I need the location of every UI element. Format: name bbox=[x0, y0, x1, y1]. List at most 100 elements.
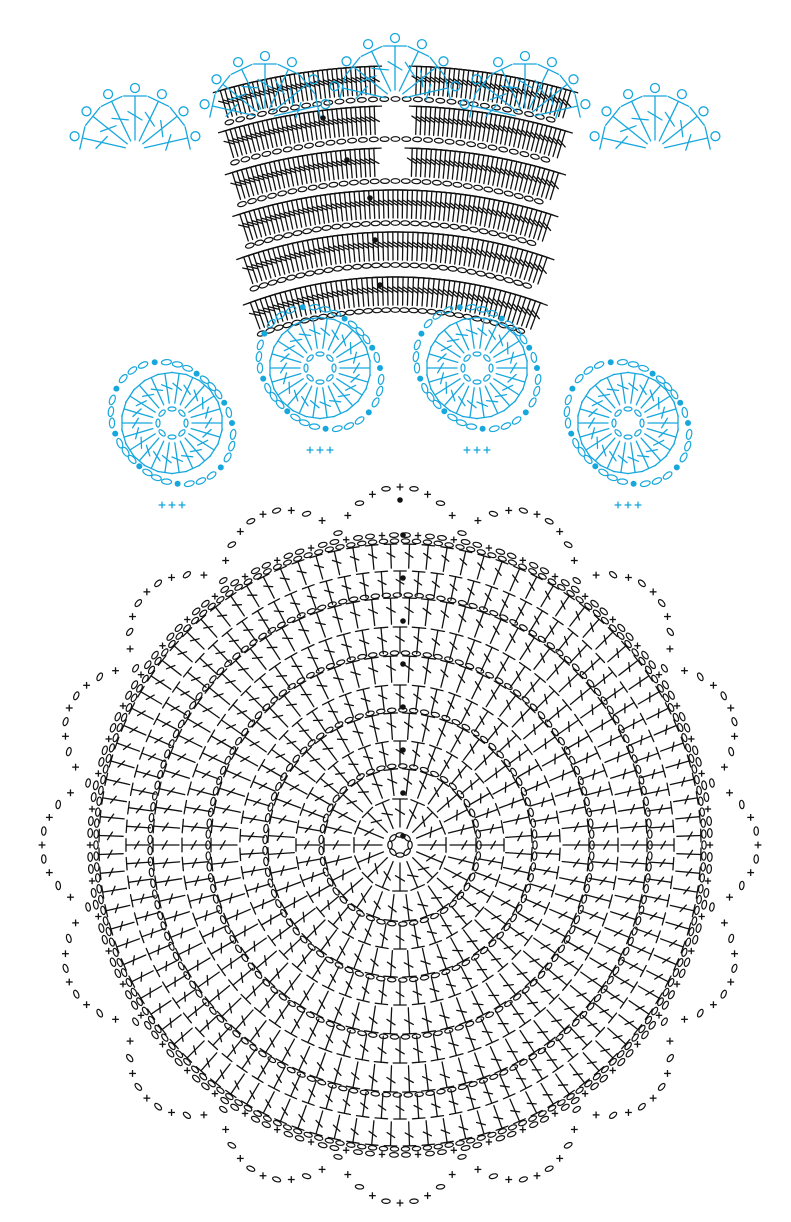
edge-chain bbox=[143, 660, 152, 670]
doily-double-crochet bbox=[365, 949, 378, 976]
picot bbox=[711, 132, 720, 141]
fan-chain bbox=[354, 309, 363, 314]
doily-double-crochet bbox=[173, 682, 196, 701]
flower-edge-chain bbox=[161, 479, 171, 485]
doily-double-crochet bbox=[362, 807, 387, 832]
doily-double-crochet bbox=[99, 829, 123, 842]
edge-chain bbox=[134, 599, 143, 608]
edge-single-crochet bbox=[552, 1110, 558, 1116]
doily-double-crochet bbox=[441, 1119, 453, 1144]
flower-double-crochet bbox=[485, 386, 505, 417]
doily-double-crochet bbox=[458, 1058, 472, 1085]
flower-slip-stitch bbox=[261, 331, 267, 337]
fan-chain bbox=[429, 264, 438, 269]
fan-chain bbox=[257, 195, 267, 202]
doily-double-crochet bbox=[403, 1066, 417, 1092]
picot bbox=[287, 58, 296, 67]
doily-chain-ring bbox=[120, 713, 128, 722]
doily-chain-ring bbox=[436, 1089, 445, 1095]
doily-chain-ring bbox=[579, 1010, 588, 1019]
edge-chain bbox=[246, 518, 255, 526]
edge-single-crochet bbox=[66, 705, 73, 712]
doily-chain-ring bbox=[521, 695, 530, 704]
fan-chain bbox=[372, 263, 381, 268]
edge-chain bbox=[302, 511, 311, 518]
doily-chain-ring bbox=[116, 723, 123, 732]
edge-chain bbox=[706, 816, 711, 825]
doily-chain-ring bbox=[468, 808, 475, 817]
edge-chain bbox=[114, 712, 122, 722]
doily-double-crochet bbox=[440, 914, 457, 938]
doily-double-crochet bbox=[241, 981, 264, 1004]
doily-chain-ring bbox=[149, 868, 154, 877]
doily-chain-ring bbox=[175, 1050, 184, 1059]
edge-single-crochet bbox=[159, 643, 165, 649]
flower-double-crochet bbox=[647, 429, 678, 445]
doily-double-crochet bbox=[440, 752, 457, 776]
doily-double-crochet bbox=[270, 866, 297, 880]
doily-double-crochet bbox=[153, 838, 179, 852]
flower-center-chain bbox=[178, 409, 186, 417]
doily-double-crochet bbox=[366, 1121, 378, 1146]
edge-chain bbox=[73, 691, 81, 700]
fan-chain bbox=[279, 106, 288, 112]
edge-single-crochet bbox=[698, 913, 704, 919]
doily-double-crochet bbox=[560, 800, 587, 814]
doily-double-crochet bbox=[196, 653, 218, 674]
doily-double-crochet bbox=[328, 665, 343, 692]
edge-chain bbox=[125, 627, 134, 636]
doily-chain-ring bbox=[275, 782, 283, 791]
flower-center-chain bbox=[306, 354, 314, 362]
doily-chain-ring bbox=[355, 970, 364, 977]
top-shell-edging bbox=[70, 34, 720, 151]
doily-chain-ring bbox=[415, 593, 424, 598]
edge-single-crochet bbox=[138, 1012, 144, 1018]
doily-chain-ring bbox=[357, 1144, 366, 1149]
doily-double-crochet bbox=[499, 793, 526, 809]
doily-chain-ring bbox=[371, 594, 380, 599]
flower-slip-stitch bbox=[229, 420, 235, 426]
flower-single-crochet bbox=[179, 502, 186, 509]
doily-double-crochet bbox=[618, 801, 645, 814]
doily-double-crochet bbox=[376, 924, 388, 949]
flower-edge-chain bbox=[371, 397, 381, 408]
flower-double-crochet bbox=[270, 373, 301, 390]
doily-chain-ring bbox=[612, 966, 620, 975]
doily-double-crochet bbox=[530, 884, 555, 897]
doily-double-crochet bbox=[437, 944, 453, 971]
doily-chain-ring bbox=[317, 1079, 326, 1086]
doily-chain-ring bbox=[296, 1005, 305, 1013]
doily-double-crochet bbox=[500, 591, 515, 616]
doily-double-crochet bbox=[274, 882, 301, 898]
edge-single-crochet bbox=[731, 950, 738, 957]
flower-double-crochet bbox=[645, 389, 675, 412]
flower-edge-chain bbox=[683, 440, 691, 451]
fan-chain bbox=[419, 263, 428, 268]
edge-single-crochet bbox=[667, 1038, 674, 1045]
doily-double-crochet bbox=[237, 1049, 256, 1072]
edge-chain bbox=[563, 1141, 572, 1149]
flower-single-crochet bbox=[307, 447, 314, 454]
edge-single-crochet bbox=[212, 593, 218, 599]
fan-chain bbox=[466, 141, 475, 147]
edge-chain bbox=[56, 881, 61, 890]
edge-single-crochet bbox=[46, 869, 53, 876]
edge-chain bbox=[410, 486, 419, 491]
fan-chain bbox=[502, 106, 512, 112]
doily-double-crochet bbox=[461, 699, 477, 723]
doily-double-crochet bbox=[594, 667, 617, 687]
fan-chain bbox=[326, 140, 335, 146]
fan-chain bbox=[401, 221, 410, 226]
doily-chain-ring bbox=[551, 727, 559, 736]
doily-double-crochet bbox=[347, 547, 359, 572]
doily-chain-ring bbox=[189, 980, 197, 989]
edge-single-crochet bbox=[726, 789, 733, 796]
doily-chain-ring bbox=[390, 1035, 399, 1040]
flower-slip-stitch bbox=[342, 316, 348, 322]
doily-double-crochet bbox=[302, 1081, 316, 1106]
doily-double-crochet bbox=[523, 674, 545, 698]
doily-double-crochet bbox=[566, 730, 592, 749]
doily-chain-ring bbox=[208, 675, 217, 684]
doily-double-crochet bbox=[661, 939, 686, 953]
flower-edge-chain bbox=[628, 361, 638, 367]
